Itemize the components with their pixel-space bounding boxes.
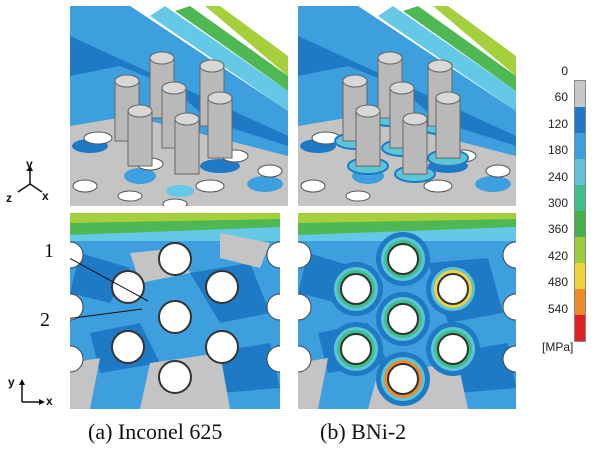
callout-label-2: 2 [40,309,50,331]
colorbar-swatches [574,80,586,342]
colorbar-tick-label: 540 [547,301,568,316]
axis3d-y-label: y [26,157,33,171]
axis2d-y-label: y [8,375,15,389]
axis-triad-2d-icon [19,379,45,405]
colorbar-swatch [575,289,585,315]
colorbar-swatch [575,133,585,159]
colorbar-tick-label: 180 [547,143,568,158]
colorbar-tick-label: 60 [554,90,568,105]
panel-a-top-view [70,213,280,409]
panel-b-top-view [298,213,516,409]
colorbar-swatch [575,159,585,185]
colorbar: 0 60 120 180 240 300 360 420 480 540 [MPa] [538,64,588,360]
colorbar-tick-label: 240 [547,169,568,184]
colorbar-tick-label: 300 [547,195,568,210]
axis-triad-3d-icon [17,165,43,193]
axis3d-z-label: z [6,191,12,205]
colorbar-tick-label: 120 [547,116,568,131]
colorbar-swatch [575,107,585,133]
colorbar-tick-label: 0 [561,64,568,78]
colorbar-tick-label: 480 [547,275,568,290]
colorbar-tick-label: 420 [547,248,568,263]
panel-a-top-contour [70,213,280,409]
callout-leader-lines [70,257,149,319]
panel-b-3d-view [298,6,516,206]
colorbar-swatch [575,211,585,237]
colorbar-swatch [575,237,585,263]
colorbar-swatch [575,315,585,341]
colorbar-tick-label: 360 [547,222,568,237]
caption-panel-a: (a) Inconel 625 [88,419,223,444]
callout-label-1: 1 [44,240,54,262]
colorbar-unit-label: [MPa] [542,340,574,354]
colorbar-swatch [575,263,585,289]
axis2d-x-label: x [46,394,53,408]
caption-panel-b: (b) BNi-2 [320,419,407,444]
axis3d-x-label: x [42,189,49,203]
panel-b-top-contour [298,213,516,409]
colorbar-swatch [575,185,585,211]
panel-a-3d-view [70,6,288,206]
colorbar-swatch [575,81,585,107]
panel-b-3d-contour [298,6,516,206]
panel-a-3d-contour [70,6,288,206]
